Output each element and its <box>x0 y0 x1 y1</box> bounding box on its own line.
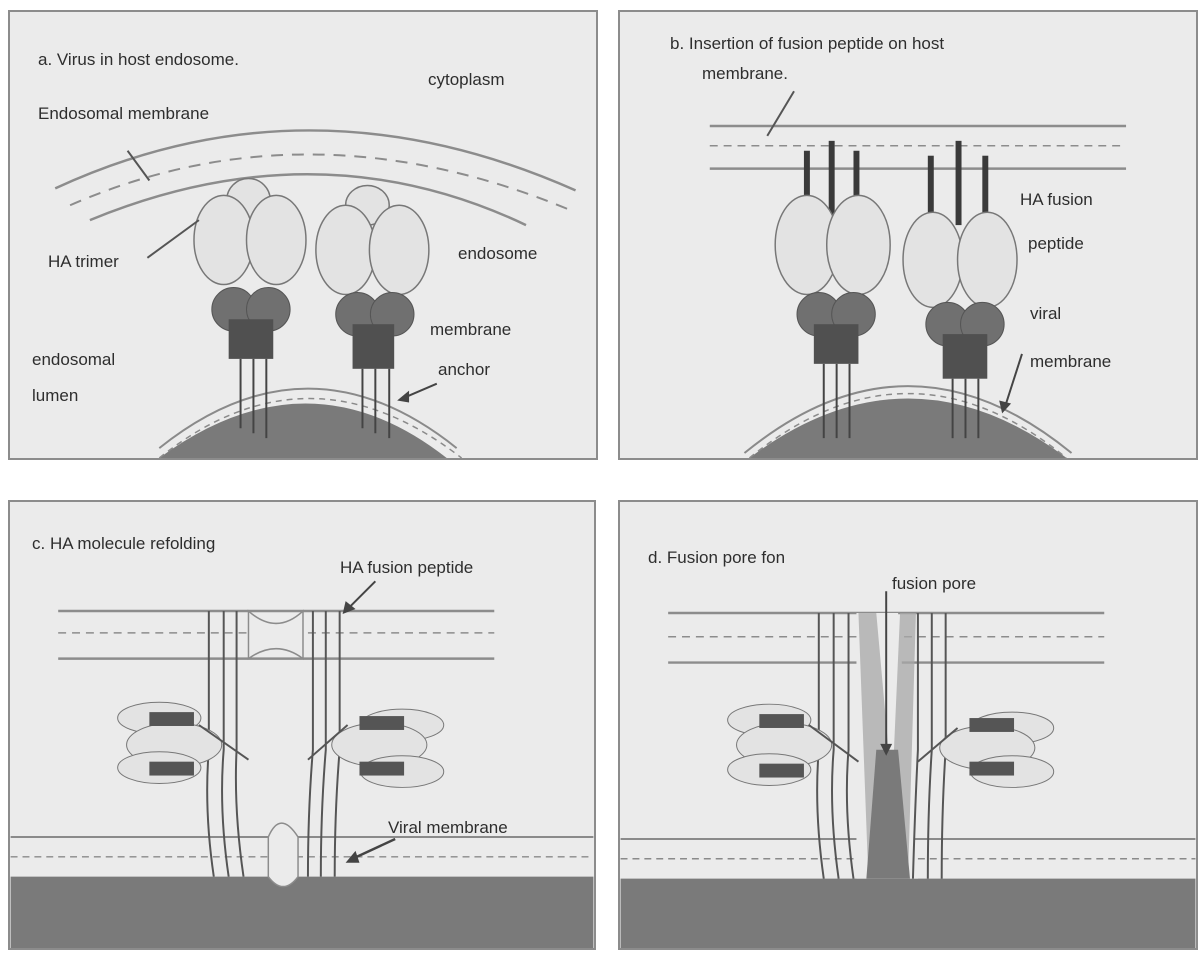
host-membrane-pointer <box>767 91 794 136</box>
panel-b-title-line1: b. Insertion of fusion peptide on host <box>670 34 944 54</box>
label-endosome: endosome <box>458 244 537 264</box>
viral-particle <box>749 399 1066 458</box>
panel-d-fusion-pore: d. Fusion pore fon fusion pore <box>618 500 1198 950</box>
endosomal-membrane-lower <box>90 174 526 225</box>
label-ha-fusion-1: HA fusion <box>1020 190 1093 210</box>
panel-a-title: a. Virus in host endosome. <box>38 50 239 70</box>
label-ha-fusion-peptide: HA fusion peptide <box>340 558 473 578</box>
label-viral-membrane: Viral membrane <box>388 818 508 838</box>
viral-particle <box>159 403 446 458</box>
panel-d-title: d. Fusion pore fon <box>648 548 785 568</box>
panel-b-fusion-peptide-insertion: b. Insertion of fusion peptide on host m… <box>618 10 1198 460</box>
label-ha-trimer: HA trimer <box>48 252 119 272</box>
label-endosomal-lumen-1: endosomal <box>32 350 115 370</box>
panel-a-diagram <box>10 12 596 458</box>
panel-b-title-line2: membrane. <box>702 64 788 84</box>
anchor-arrowhead <box>397 391 409 403</box>
label-endosomal-membrane: Endosomal membrane <box>38 104 209 124</box>
panel-c-ha-refolding: c. HA molecule refolding HA fusion pepti… <box>8 500 596 950</box>
viral-body <box>11 877 594 948</box>
host-membrane-bulge <box>248 611 303 659</box>
label-membrane-anchor-1: membrane <box>430 320 511 340</box>
label-viral-2: membrane <box>1030 352 1111 372</box>
panel-d-diagram <box>620 502 1196 948</box>
endosomal-membrane-mid <box>70 154 571 210</box>
ha-trimer-pointer <box>147 220 199 258</box>
label-endosomal-lumen-2: lumen <box>32 386 78 406</box>
viral-membrane-bulge <box>268 823 298 886</box>
viral-body <box>621 879 1196 948</box>
label-fusion-pore: fusion pore <box>892 574 976 594</box>
label-cytoplasm: cytoplasm <box>428 70 505 90</box>
viral-membrane-pointer <box>353 839 396 859</box>
ha-trimer-left <box>775 141 890 438</box>
panel-a-virus-in-endosome: a. Virus in host endosome. cytoplasm End… <box>8 10 598 460</box>
label-viral-1: viral <box>1030 304 1061 324</box>
ha-fusion-pointer <box>348 581 376 609</box>
label-ha-fusion-2: peptide <box>1028 234 1084 254</box>
label-membrane-anchor-2: anchor <box>438 360 490 380</box>
viral-membrane-pointer <box>1005 354 1022 407</box>
panel-c-diagram <box>10 502 594 948</box>
panel-c-title: c. HA molecule refolding <box>32 534 215 554</box>
